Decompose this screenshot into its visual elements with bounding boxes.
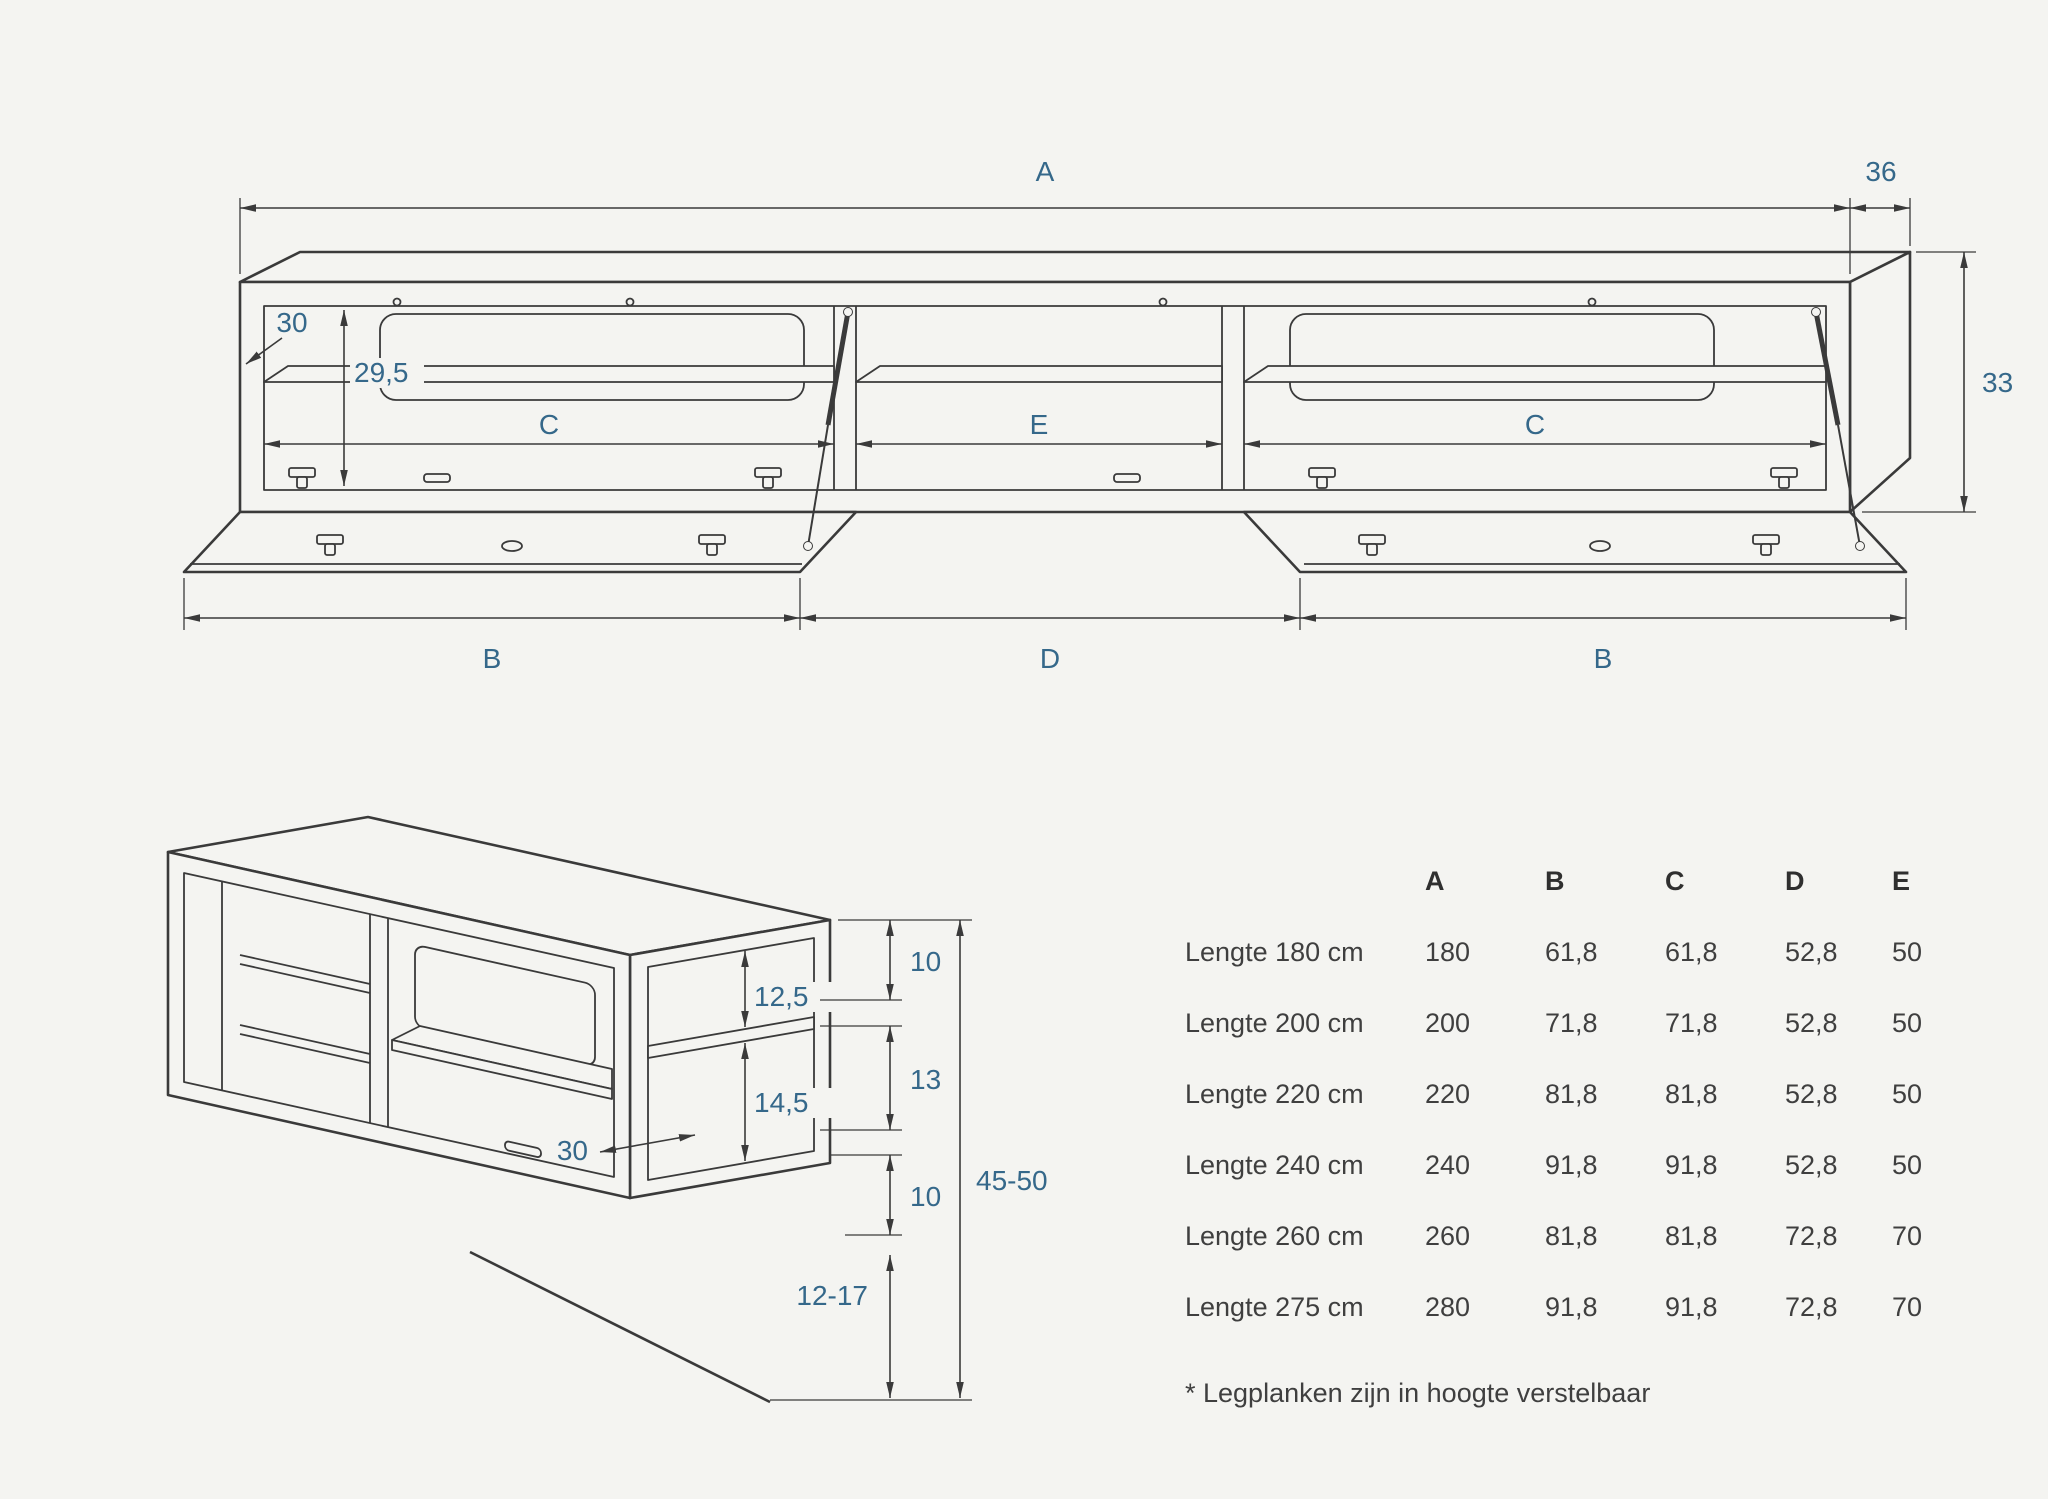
- dim-label-10-top: 10: [910, 946, 941, 977]
- iso-view-drawing: 12,5 14,5 30 10 13 10 12-17: [166, 815, 1048, 1404]
- table-cell: 180: [1425, 937, 1471, 967]
- table-cell: 91,8: [1665, 1292, 1718, 1322]
- iso-small-compartment-shelves: [239, 954, 371, 1064]
- table-cell: 91,8: [1545, 1150, 1598, 1180]
- dim-label-c-right: C: [1525, 409, 1545, 440]
- table-cell: 50: [1892, 937, 1923, 967]
- left-door-handle: [501, 540, 523, 552]
- dim-label-12-17: 12-17: [796, 1280, 868, 1311]
- table-cell: 81,8: [1665, 1079, 1718, 1109]
- table-cell: 260: [1425, 1221, 1471, 1251]
- table-cell: 70: [1892, 1292, 1923, 1322]
- dim-label-36: 36: [1865, 156, 1896, 187]
- table-cell: 280: [1425, 1292, 1471, 1322]
- table-cell: 72,8: [1785, 1292, 1838, 1322]
- iso-front-face: [166, 850, 632, 1200]
- iso-shelf-edge: [391, 1039, 613, 1100]
- table-footnote: * Legplanken zijn in hoogte verstelbaar: [1185, 1378, 1651, 1408]
- table-row-label: Lengte 220 cm: [1185, 1079, 1364, 1109]
- table-cell: 81,8: [1545, 1221, 1598, 1251]
- shelf-pins: [392, 297, 1597, 307]
- iso-cable-slot: [504, 1140, 542, 1158]
- left-shelf: [263, 365, 835, 383]
- table-cell: 52,8: [1785, 1150, 1838, 1180]
- table-cell: 71,8: [1665, 1008, 1718, 1038]
- dim-label-30: 30: [276, 307, 307, 338]
- right-back-panel-cutout: [1289, 313, 1715, 401]
- dim-label-13: 13: [910, 1064, 941, 1095]
- cabinet-inner-frame: [263, 305, 1827, 491]
- table-cell: 200: [1425, 1008, 1471, 1038]
- table-header-e: E: [1892, 866, 1911, 896]
- dim-label-10-bottom: 10: [910, 1181, 941, 1212]
- table-row-label: Lengte 275 cm: [1185, 1292, 1364, 1322]
- table-cell: 50: [1892, 1008, 1923, 1038]
- table-cell: 70: [1892, 1221, 1923, 1251]
- table-row-label: Lengte 200 cm: [1185, 1008, 1364, 1038]
- table-header-a: A: [1425, 866, 1445, 896]
- left-back-panel-cutout: [379, 313, 805, 401]
- iso-end-face: [628, 918, 832, 1200]
- dim-label-a: A: [1036, 156, 1055, 187]
- table-cell: 52,8: [1785, 1079, 1838, 1109]
- dim-label-14-5: 14,5: [754, 1087, 809, 1118]
- table-row-label: Lengte 260 cm: [1185, 1221, 1364, 1251]
- right-gas-strut: [1811, 307, 1865, 551]
- cabinet-front-face: [238, 280, 1852, 514]
- cable-slot-middle: [1113, 473, 1141, 483]
- table-cell: 71,8: [1545, 1008, 1598, 1038]
- cable-slot-left: [423, 473, 451, 483]
- right-door-handle: [1589, 540, 1611, 552]
- table-cell: 91,8: [1545, 1292, 1598, 1322]
- table-cell: 81,8: [1545, 1079, 1598, 1109]
- table-cell: 61,8: [1665, 937, 1718, 967]
- dim-label-12-5: 12,5: [754, 981, 809, 1012]
- floor-line: [469, 1250, 771, 1404]
- table-cell: 52,8: [1785, 1008, 1838, 1038]
- table-cell: 72,8: [1785, 1221, 1838, 1251]
- cabinet-top-face: [238, 250, 1912, 284]
- table-header-d: D: [1785, 866, 1805, 896]
- right-door-open: [1242, 510, 1908, 574]
- table-cell: 50: [1892, 1150, 1923, 1180]
- dim-label-b-left: B: [483, 643, 502, 674]
- table-cell: 240: [1425, 1150, 1471, 1180]
- dim-label-e: E: [1030, 409, 1049, 440]
- table-cell: 52,8: [1785, 937, 1838, 967]
- table-row-label: Lengte 180 cm: [1185, 937, 1364, 967]
- dim-label-b-right: B: [1594, 643, 1613, 674]
- table-cell: 50: [1892, 1079, 1923, 1109]
- front-view-drawing: A 36 30 29,5 C E C 33: [182, 156, 2013, 674]
- right-shelf: [1243, 365, 1827, 383]
- table-cell: 81,8: [1665, 1221, 1718, 1251]
- dim-label-c-left: C: [539, 409, 559, 440]
- table-header-b: B: [1545, 866, 1565, 896]
- dim-label-33: 33: [1982, 367, 2013, 398]
- table-cell: 220: [1425, 1079, 1471, 1109]
- dim-label-45-50: 45-50: [976, 1165, 1048, 1196]
- iso-shelf-section: [647, 1016, 815, 1059]
- table-cell: 91,8: [1665, 1150, 1718, 1180]
- middle-shelf: [855, 365, 1223, 383]
- dim-label-iso-30: 30: [557, 1135, 588, 1166]
- table-cell: 61,8: [1545, 937, 1598, 967]
- table-row-label: Lengte 240 cm: [1185, 1150, 1364, 1180]
- dim-label-29-5: 29,5: [354, 357, 409, 388]
- dim-label-d: D: [1040, 643, 1060, 674]
- cabinet-right-side: [1848, 250, 1912, 514]
- dimensions-table: A B C D E Lengte 180 cm 180 61,8 61,8 52…: [1185, 846, 1988, 1343]
- table-header-c: C: [1665, 866, 1685, 896]
